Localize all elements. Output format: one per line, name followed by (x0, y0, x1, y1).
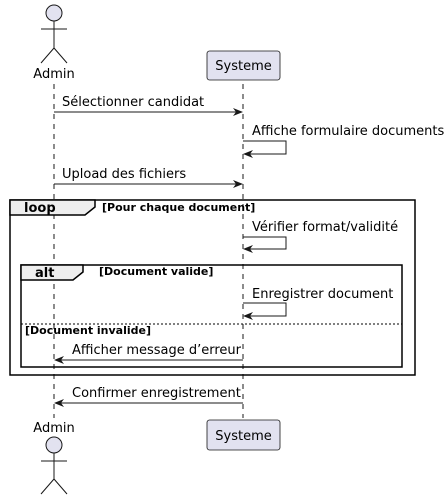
arrowhead-icon (233, 180, 243, 188)
message-label: Enregistrer document (252, 287, 393, 302)
alt-guard-invalid: [Document invalide] (25, 324, 151, 337)
loop-guard: [Pour chaque document] (102, 201, 255, 214)
arrowhead-icon (233, 108, 243, 116)
systeme-label-top: Systeme (215, 59, 271, 74)
loop-tab (9, 199, 96, 216)
message-label: Upload des fichiers (62, 167, 186, 182)
message-upload-files: Upload des fichiers (54, 167, 243, 188)
admin-label-bottom: Admin (33, 421, 74, 436)
arrowhead-icon (243, 312, 253, 320)
systeme-label-bottom: Systeme (215, 429, 271, 444)
admin-actor-top: Admin (33, 4, 75, 82)
arrowhead-icon (54, 399, 64, 407)
alt-guard-valid: [Document valide] (99, 265, 213, 278)
message-show-form: Affiche formulaire documents (243, 124, 444, 158)
systeme-box-top: Systeme (206, 50, 281, 81)
arrowhead-icon (243, 150, 253, 158)
alt-tab (20, 264, 84, 281)
message-select-candidate: Sélectionner candidat (54, 95, 243, 116)
message-label: Confirmer enregistrement (72, 386, 241, 401)
arrowhead-icon (243, 245, 253, 253)
message-error: Afficher message d’erreur (54, 343, 243, 364)
message-save-document: Enregistrer document (243, 287, 393, 320)
message-confirm: Confirmer enregistrement (54, 386, 243, 407)
message-label: Affiche formulaire documents (252, 124, 444, 139)
admin-actor-bottom: Admin (33, 421, 75, 495)
message-verify-format: Vérifier format/validité (243, 220, 398, 253)
loop-frame: loop [Pour chaque document] (9, 199, 416, 376)
alt-frame: alt [Document valide] [Document invalide… (20, 264, 403, 368)
actor-head-icon (45, 4, 63, 22)
actor-head-icon (45, 436, 63, 454)
loop-keyword: loop (24, 201, 56, 216)
alt-keyword: alt (35, 266, 54, 281)
actor-body-icon (40, 453, 68, 495)
actor-body-icon (40, 21, 68, 64)
message-label: Afficher message d’erreur (72, 343, 242, 358)
systeme-box-bottom: Systeme (206, 419, 281, 451)
arrowhead-icon (54, 356, 64, 364)
message-label: Sélectionner candidat (62, 95, 204, 110)
admin-label-top: Admin (33, 67, 74, 82)
message-label: Vérifier format/validité (252, 220, 398, 235)
